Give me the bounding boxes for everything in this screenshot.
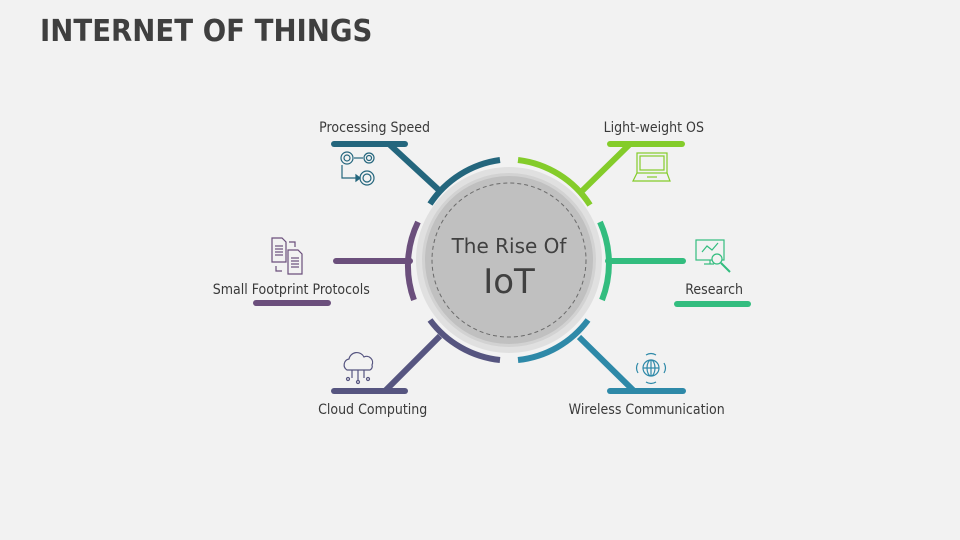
label-wireless-communication: Wireless Communication	[568, 402, 725, 418]
center-title: IoT	[483, 262, 535, 302]
globe-signal-icon	[635, 352, 667, 385]
processing-speed-connector	[331, 141, 501, 206]
light-weight-os-connector	[517, 141, 685, 207]
gears-icon	[340, 151, 375, 186]
center-circle	[416, 167, 602, 353]
analytics-search-icon	[695, 239, 731, 273]
cloud-computing-connector	[331, 318, 501, 394]
research-connector	[597, 220, 751, 307]
small-footprint-protocols-connector	[253, 220, 421, 306]
label-small-footprint-protocols: Small Footprint Protocols	[212, 282, 370, 298]
center-subtitle: The Rise Of	[451, 234, 567, 258]
label-processing-speed: Processing Speed	[319, 120, 430, 136]
laptop-icon	[632, 152, 671, 182]
slide-title: INTERNET OF THINGS	[40, 14, 373, 49]
label-cloud-computing: Cloud Computing	[318, 402, 428, 418]
wireless-communication-connector	[517, 318, 686, 394]
label-light-weight-os: Light-weight OS	[603, 120, 704, 136]
cloud-network-icon	[343, 351, 374, 385]
documents-exchange-icon	[271, 237, 303, 275]
label-research: Research	[685, 282, 744, 298]
